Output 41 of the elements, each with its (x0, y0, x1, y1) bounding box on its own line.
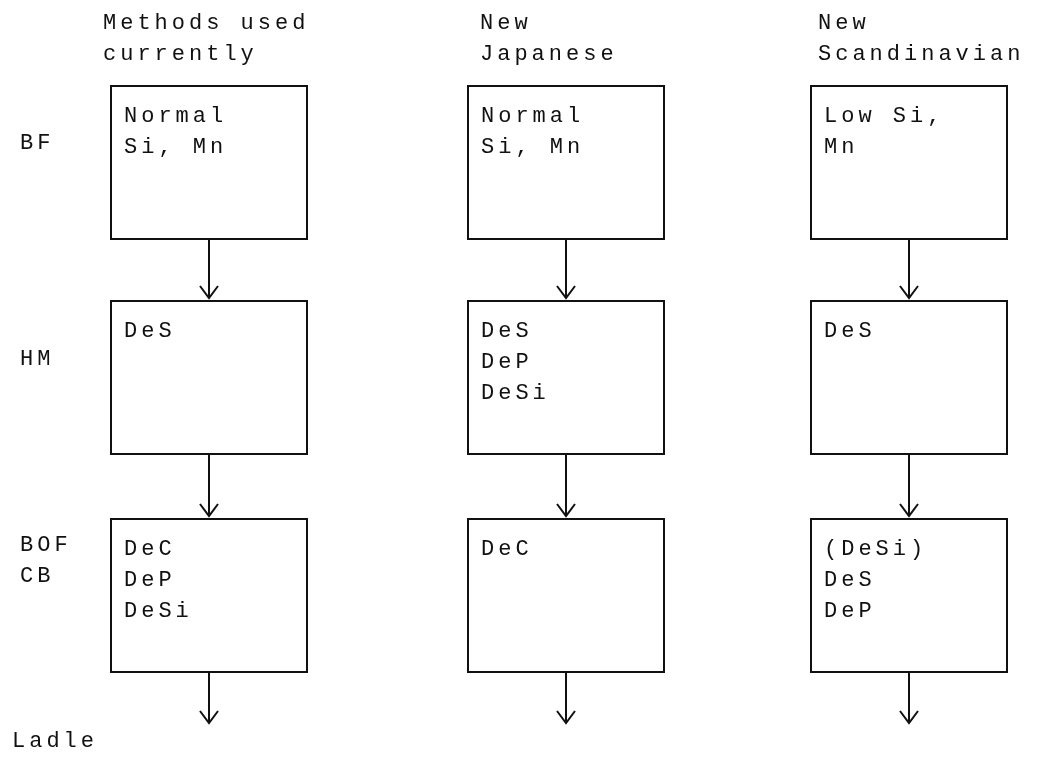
arrow (556, 454, 576, 517)
stage-label: HM (20, 346, 56, 374)
process-box (810, 300, 1008, 455)
box-text: DeS (824, 318, 877, 346)
box-text: DeS (824, 567, 877, 595)
process-box (810, 85, 1008, 240)
process-box (810, 518, 1008, 673)
stage-label: BOF (20, 532, 73, 560)
column-heading: New Scandinavian (818, 10, 1026, 69)
stage-label: CB (20, 563, 56, 591)
box-text: DeP (124, 567, 177, 595)
box-text: (DeSi) (824, 536, 929, 564)
box-text: DeC (124, 536, 177, 564)
column-heading: New Japanese (480, 10, 619, 69)
box-text: Normal Si, Mn (124, 103, 229, 162)
box-text: DeP (481, 349, 534, 377)
box-text: DeC (481, 536, 534, 564)
arrow (899, 454, 919, 517)
box-text: DeSi (481, 380, 551, 408)
box-text: Low Si, Mn (824, 103, 946, 162)
box-text: DeSi (124, 598, 194, 626)
arrow (899, 239, 919, 299)
process-box (110, 300, 308, 455)
stage-label: BF (20, 130, 56, 158)
arrow (556, 672, 576, 724)
process-box (467, 518, 665, 673)
box-text: DeP (824, 598, 877, 626)
box-text: DeS (124, 318, 177, 346)
process-box (110, 85, 308, 240)
box-text: Normal Si, Mn (481, 103, 586, 162)
stage-label: Ladle (12, 728, 99, 756)
box-text: DeS (481, 318, 534, 346)
process-box (467, 300, 665, 455)
arrow (556, 239, 576, 299)
arrow (199, 239, 219, 299)
arrow (199, 454, 219, 517)
process-box (467, 85, 665, 240)
process-box (110, 518, 308, 673)
arrow (199, 672, 219, 724)
arrow (899, 672, 919, 724)
column-heading: Methods used currently (103, 10, 311, 69)
